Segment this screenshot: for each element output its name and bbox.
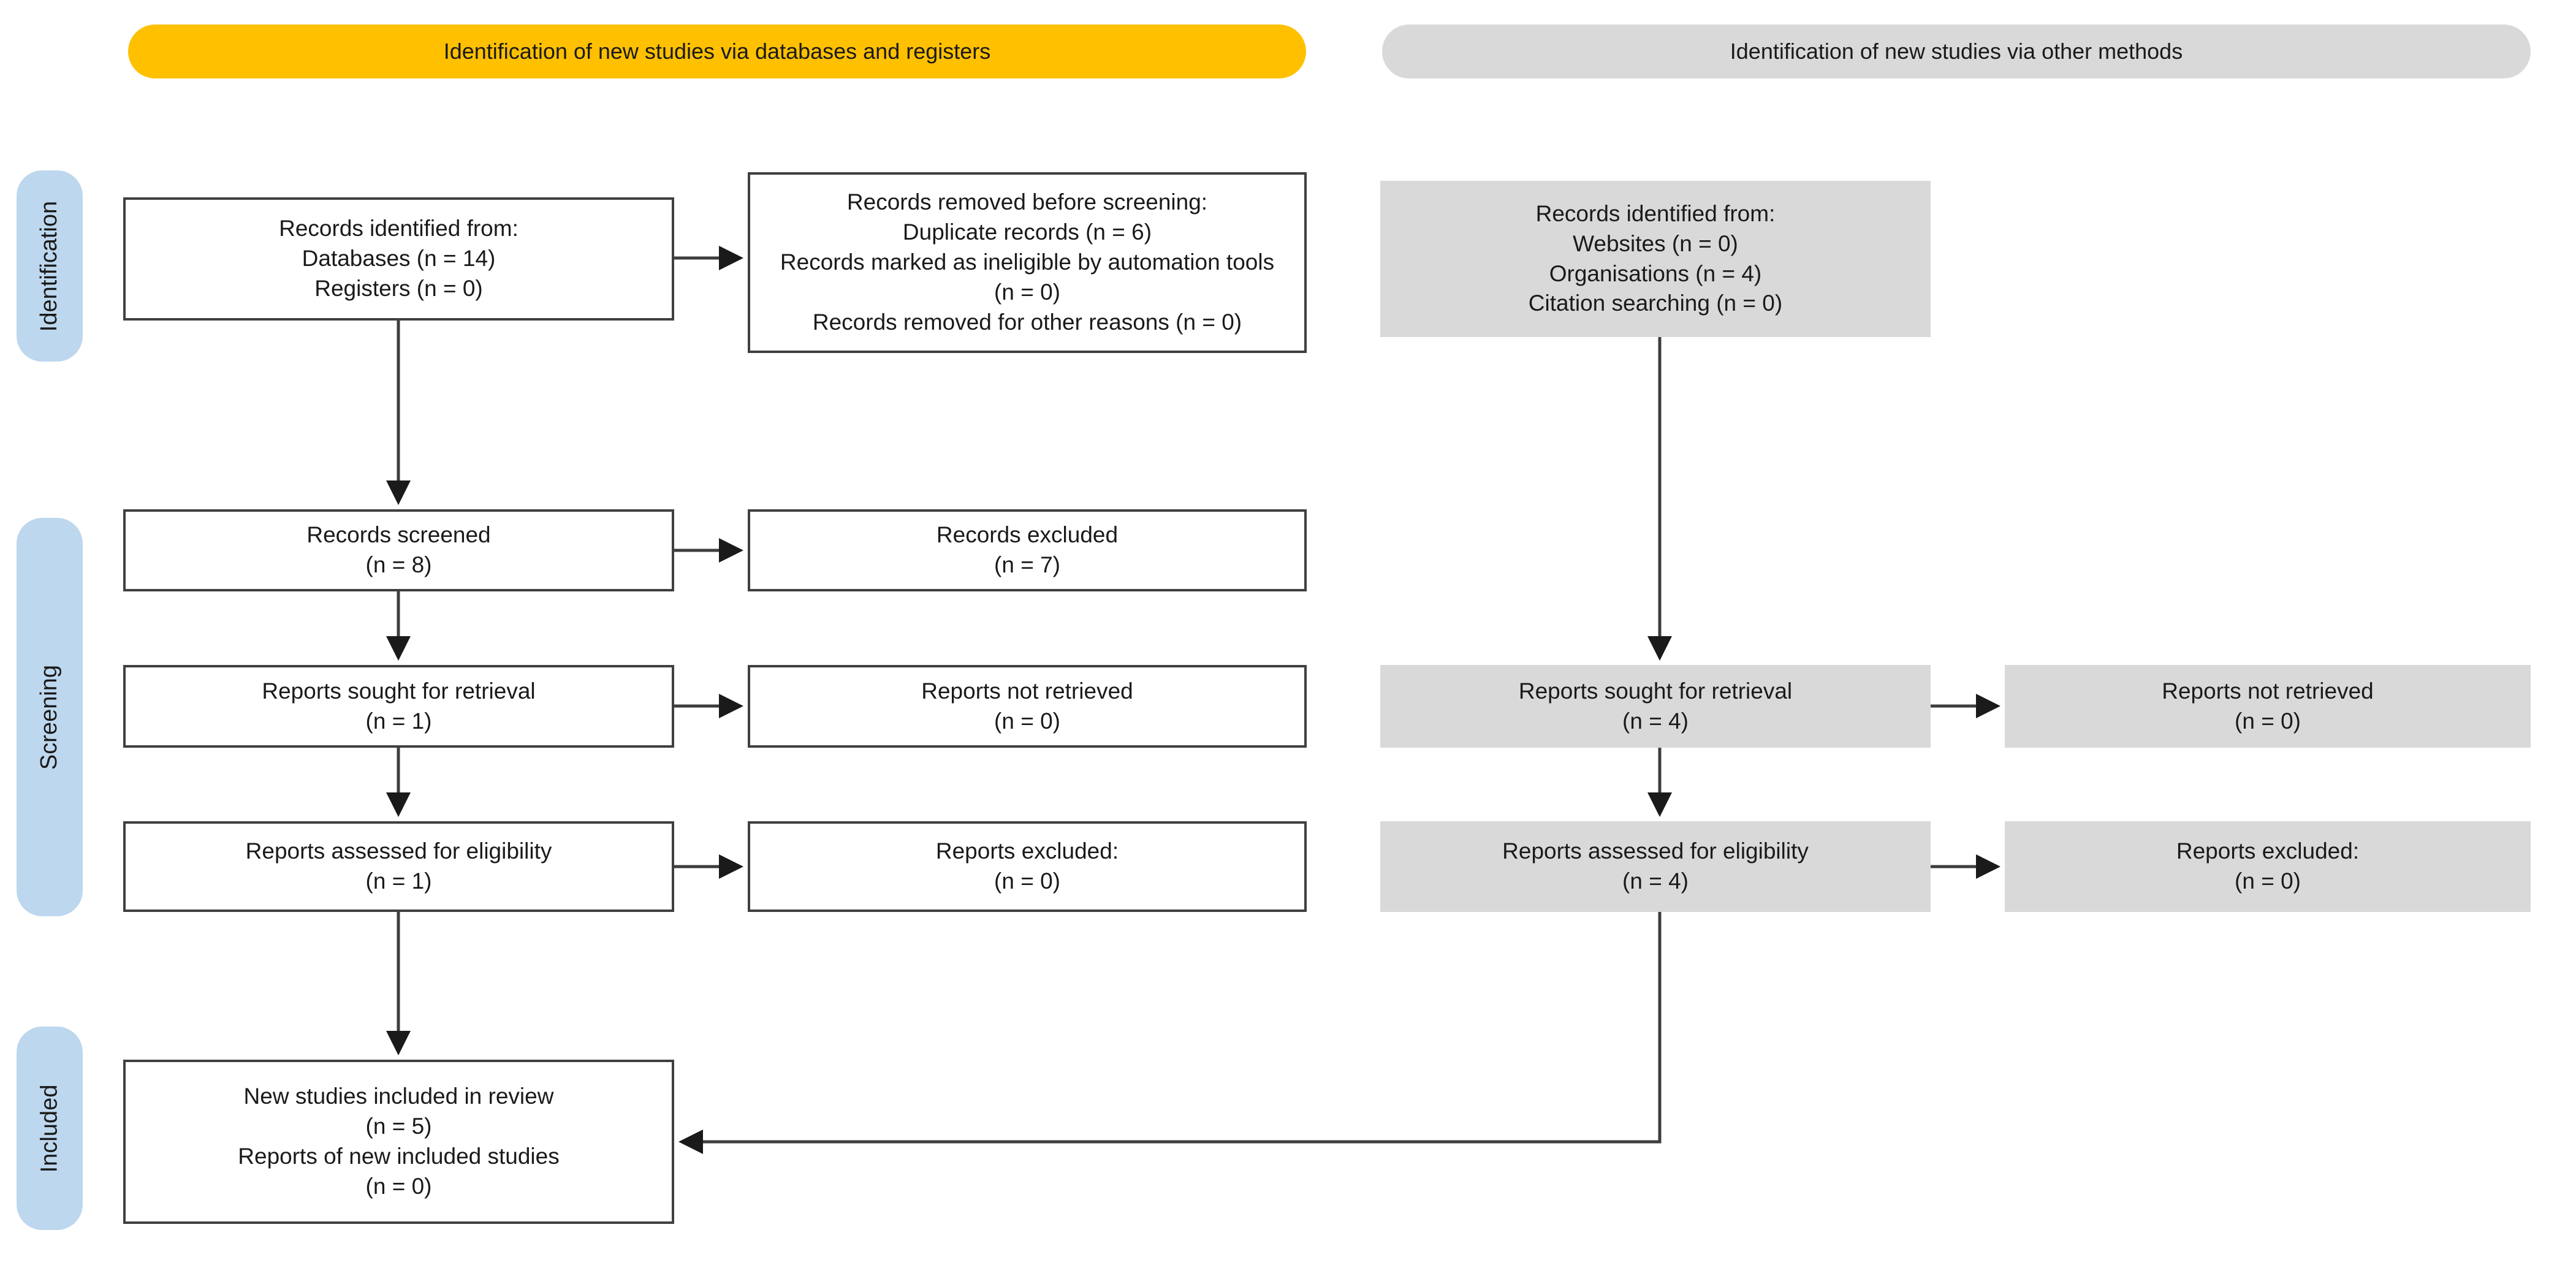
stage-screening: Screening [17, 518, 83, 916]
box-records-removed-before-screening: Records removed before screening: Duplic… [748, 172, 1307, 353]
box-text-line: Records removed for other reasons (n = 0… [812, 309, 1242, 335]
box-text-line: (n = 8) [365, 552, 432, 577]
box-text-line: Records excluded [936, 522, 1119, 548]
stage-identification: Identification [17, 170, 83, 362]
banner-databases-registers: Identification of new studies via databa… [128, 25, 1306, 78]
banner-databases-registers-label: Identification of new studies via databa… [443, 39, 991, 64]
box-text-line: Reports sought for retrieval [1518, 678, 1793, 704]
box-text-line: Records removed before screening: [846, 189, 1208, 215]
box-text-line: New studies included in review [243, 1084, 554, 1109]
box-text-line: Registers (n = 0) [314, 275, 483, 301]
box-text-line: Reports not retrieved [921, 678, 1133, 704]
box-text-line: (n = 0) [365, 1173, 432, 1199]
box-text-line: (n = 5) [365, 1114, 432, 1139]
box-text-line: Duplicate records (n = 6) [902, 219, 1152, 245]
box-text-line: (n = 1) [365, 708, 432, 734]
box-text-line: (n = 4) [1622, 708, 1689, 734]
box-text-line: Citation searching (n = 0) [1528, 291, 1783, 316]
box-reports-sought-other: Reports sought for retrieval (n = 4) [1380, 665, 1931, 748]
box-text-line: (n = 0) [2235, 708, 2301, 734]
box-records-identified-other: Records identified from: Websites (n = 0… [1380, 181, 1931, 337]
box-text-line: (n = 7) [994, 552, 1060, 577]
box-reports-sought-databases: Reports sought for retrieval (n = 1) [123, 665, 674, 748]
box-text-line: (n = 4) [1622, 868, 1689, 894]
box-text-line: Reports excluded: [2176, 838, 2360, 864]
box-reports-not-retrieved-databases: Reports not retrieved (n = 0) [748, 665, 1307, 748]
box-text-line: Reports sought for retrieval [262, 678, 536, 704]
arrow-otherassessed-to-included [678, 912, 1662, 1154]
box-text-line: Websites (n = 0) [1573, 230, 1738, 256]
box-reports-not-retrieved-other: Reports not retrieved (n = 0) [2005, 665, 2531, 748]
box-text-line: Reports not retrieved [2162, 678, 2374, 704]
box-reports-assessed-databases: Reports assessed for eligibility (n = 1) [123, 821, 674, 912]
stage-included-label: Included [36, 1084, 63, 1172]
banner-other-methods: Identification of new studies via other … [1382, 25, 2531, 78]
box-text-line: (n = 0) [994, 708, 1060, 734]
box-text-line: (n = 0) [2235, 868, 2301, 894]
box-text-line: Records screened [306, 522, 491, 548]
box-text-line: Records identified from: [1535, 200, 1776, 226]
box-reports-excluded-other: Reports excluded: (n = 0) [2005, 821, 2531, 912]
box-records-screened: Records screened (n = 8) [123, 509, 674, 591]
box-records-excluded: Records excluded (n = 7) [748, 509, 1307, 591]
box-text-line: Organisations (n = 4) [1549, 260, 1762, 286]
banner-other-methods-label: Identification of new studies via other … [1730, 39, 2183, 64]
box-reports-assessed-other: Reports assessed for eligibility (n = 4) [1380, 821, 1931, 912]
box-new-studies-included: New studies included in review (n = 5) R… [123, 1060, 674, 1224]
stage-identification-label: Identification [36, 200, 63, 332]
box-text-line: Records marked as ineligible by automati… [780, 249, 1275, 305]
box-records-identified-databases: Records identified from: Databases (n = … [123, 197, 674, 321]
box-reports-excluded-databases: Reports excluded: (n = 0) [748, 821, 1307, 912]
box-text-line: Reports excluded: [935, 838, 1119, 864]
stage-included: Included [17, 1027, 83, 1230]
box-text-line: (n = 0) [994, 868, 1060, 894]
stage-screening-label: Screening [36, 664, 63, 770]
box-text-line: Reports of new included studies [238, 1144, 560, 1169]
box-text-line: Databases (n = 14) [302, 246, 496, 272]
box-text-line: Reports assessed for eligibility [245, 838, 552, 864]
box-text-line: Records identified from: [279, 216, 519, 241]
box-text-line: (n = 1) [365, 868, 432, 894]
box-text-line: Reports assessed for eligibility [1502, 838, 1809, 864]
